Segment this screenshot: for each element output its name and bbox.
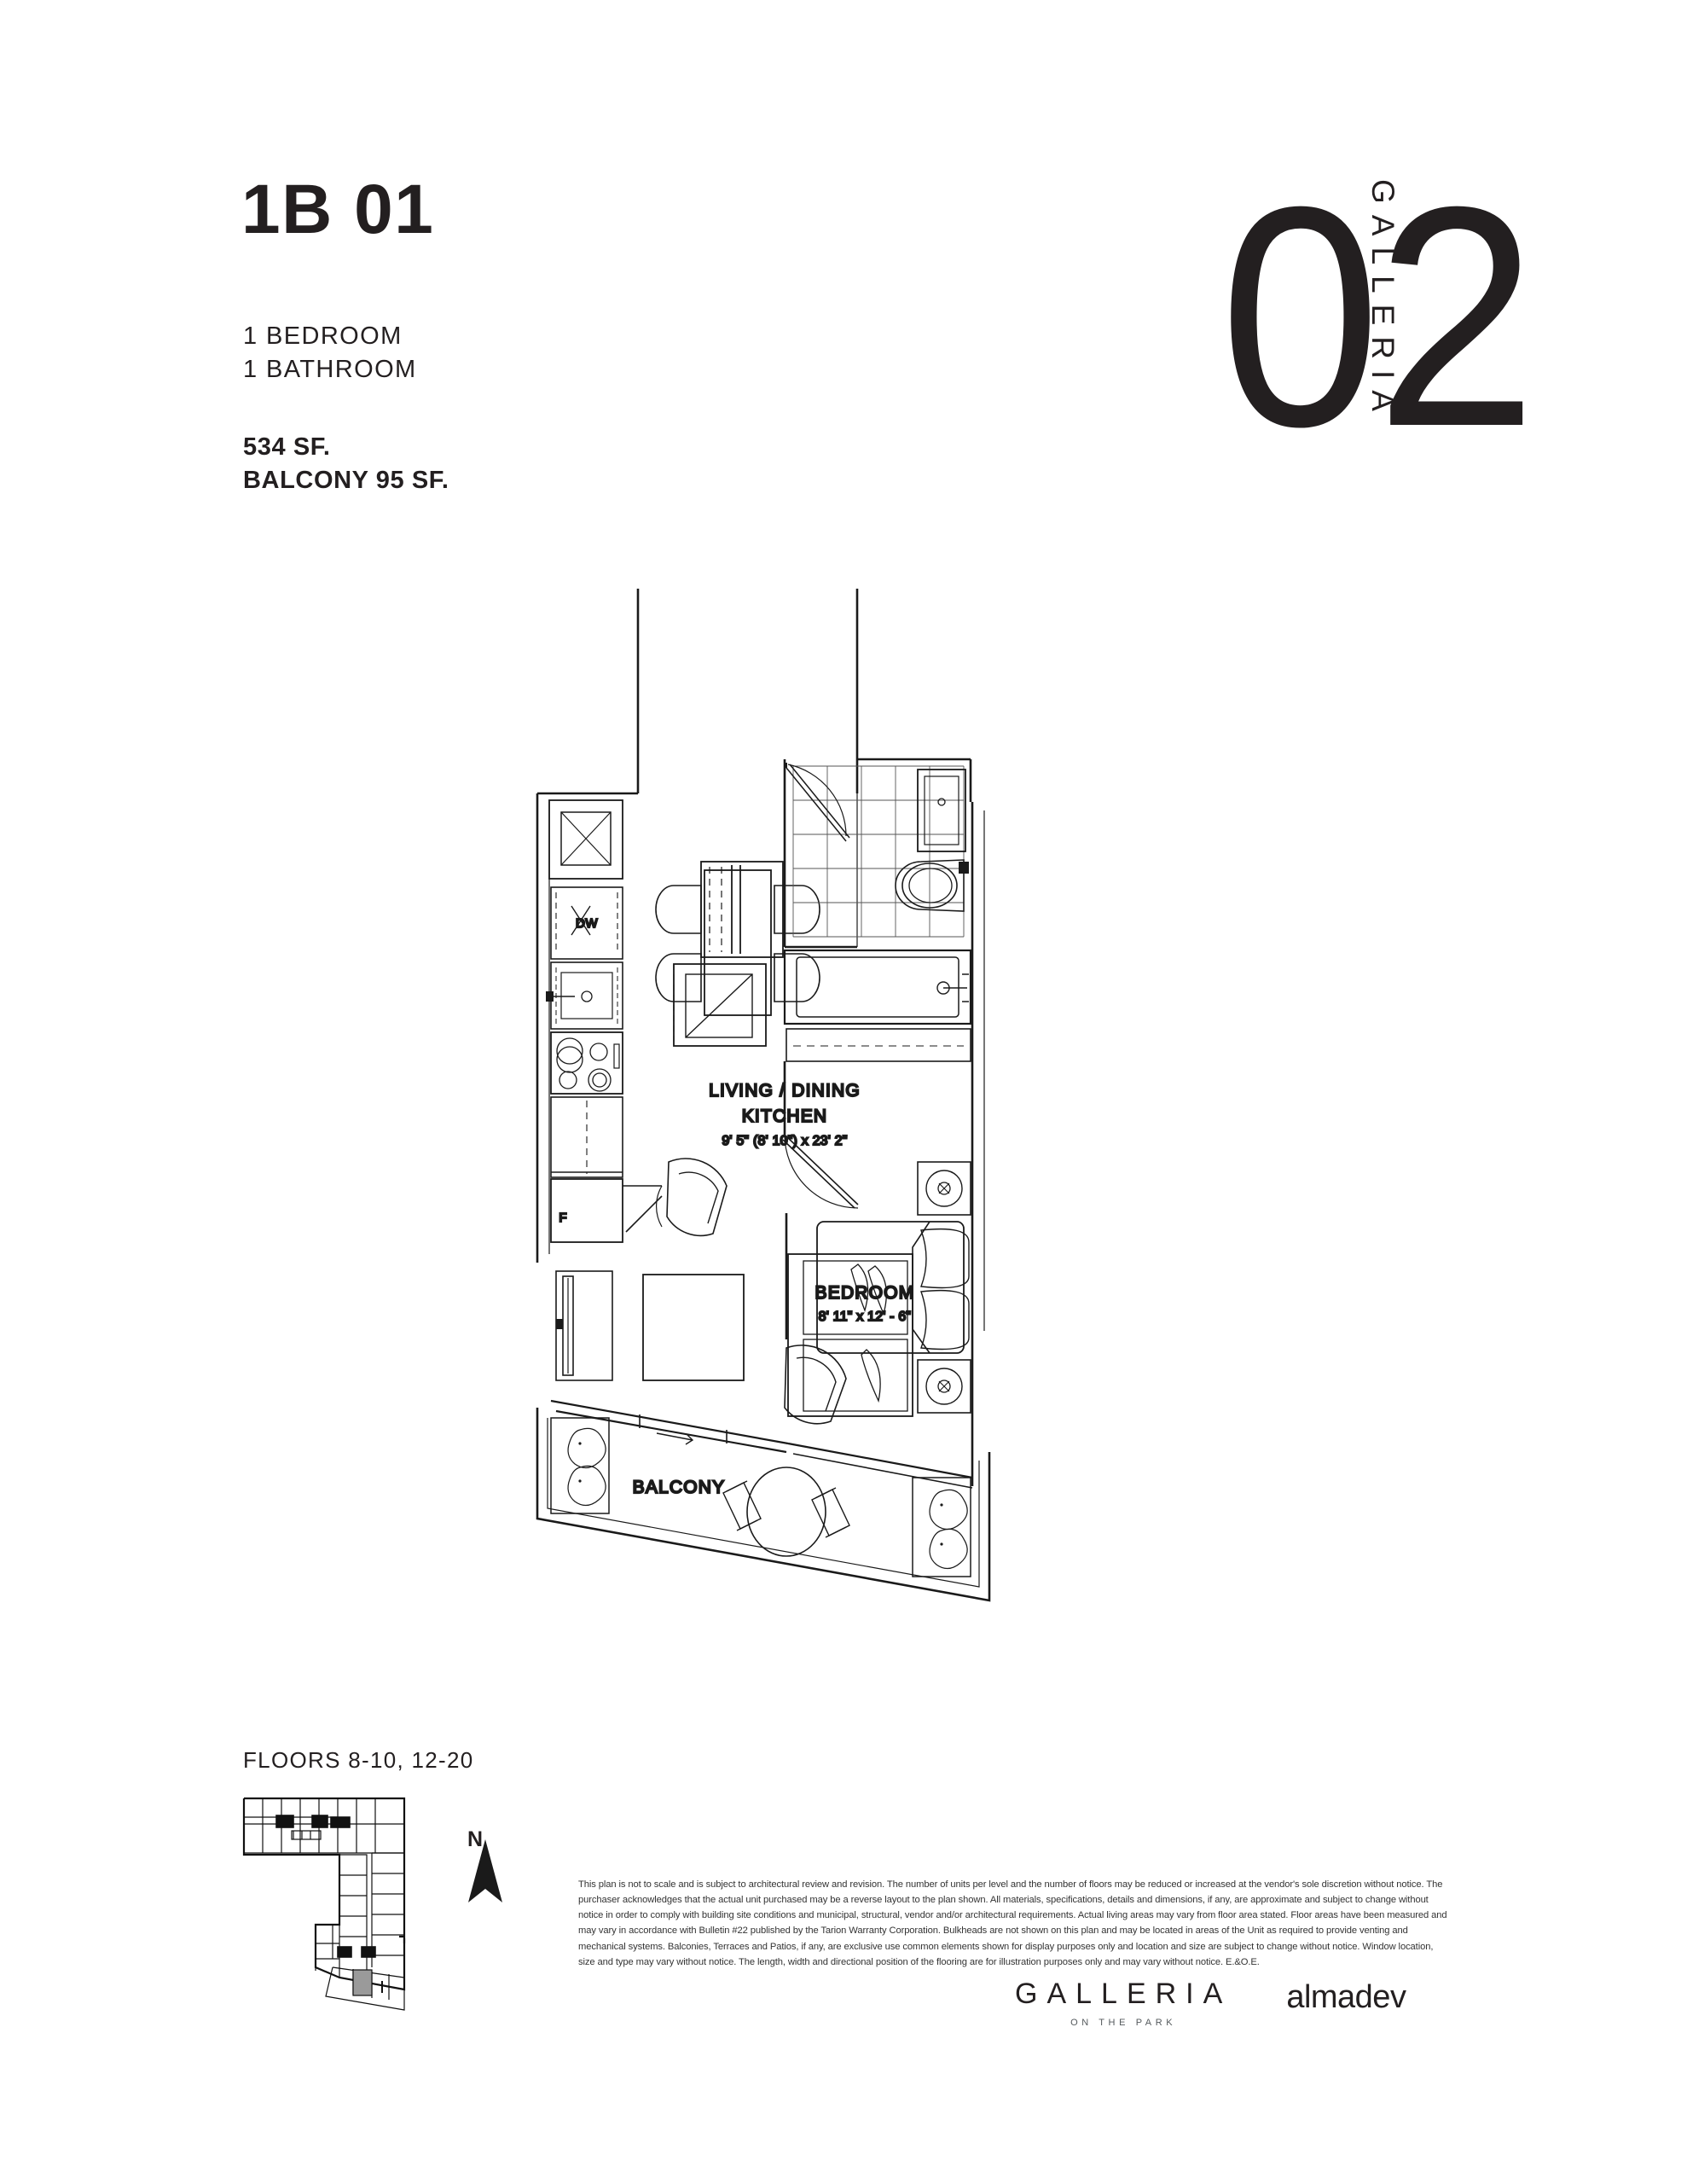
galleria-logo-main: GALLERIA bbox=[1015, 1978, 1232, 2010]
bedroom-count: 1 BEDROOM bbox=[243, 322, 403, 350]
bathroom-count: 1 BATHROOM bbox=[243, 355, 417, 383]
north-label: N bbox=[467, 1827, 484, 1851]
svg-text:DW: DW bbox=[576, 916, 598, 931]
legal-disclaimer: This plan is not to scale and is subject… bbox=[578, 1879, 1447, 1967]
unit-area-block: 534 SF. BALCONY 95 SF. bbox=[243, 431, 449, 497]
footer-logos: GALLERIA ON THE PARK almadev bbox=[1015, 1979, 1406, 2028]
key-plan bbox=[237, 1792, 459, 2039]
unit-room-counts: 1 BEDROOM 1 BATHROOM bbox=[243, 320, 417, 386]
floors-label: FLOORS 8-10, 12-20 bbox=[243, 1747, 474, 1773]
suite-number: 02 bbox=[1220, 142, 1537, 492]
galleria-logo-tagline: ON THE PARK bbox=[1070, 2018, 1177, 2028]
keyplan-highlight-unit bbox=[352, 1969, 373, 1996]
bedroom-dimensions: 8' 11" x 12' - 6" bbox=[819, 1310, 912, 1324]
north-arrow-icon bbox=[465, 1836, 506, 1909]
fridge-tag: F bbox=[559, 1211, 566, 1225]
almadev-logo: almadev bbox=[1286, 1979, 1406, 2015]
bedroom-label: BEDROOM bbox=[815, 1283, 915, 1303]
page-title: 1B 01 bbox=[241, 171, 435, 248]
balcony-area: BALCONY 95 SF. bbox=[243, 466, 449, 494]
brand-vertical-galleria: GALLERIA bbox=[1365, 179, 1400, 422]
balcony-label: BALCONY bbox=[633, 1478, 726, 1497]
galleria-logo: GALLERIA ON THE PARK bbox=[1015, 1979, 1232, 2028]
interior-area: 534 SF. bbox=[243, 433, 331, 461]
floor-plan-drawing: DW bbox=[512, 589, 1450, 1715]
